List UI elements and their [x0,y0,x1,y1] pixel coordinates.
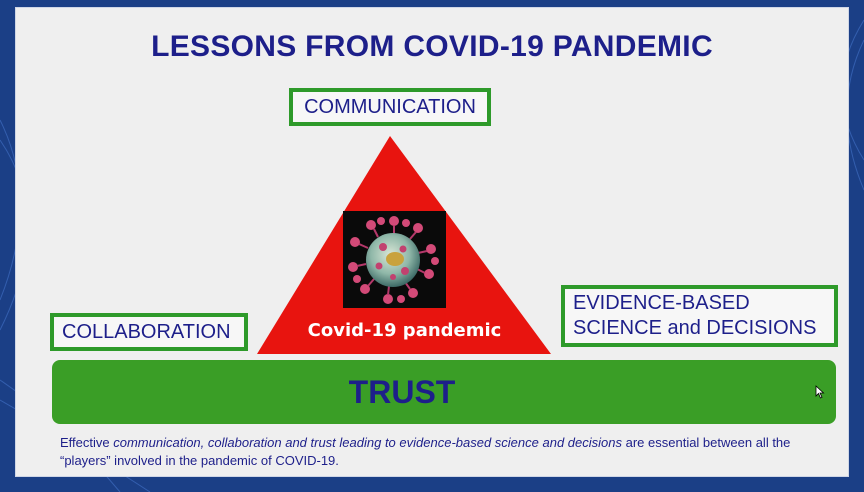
footnote-italic: communication, collaboration and trust l… [113,435,622,450]
slide: LESSONS FROM COVID-19 PANDEMIC COMMUNICA… [16,8,848,476]
collaboration-box: COLLABORATION [50,313,248,351]
footnote-part1: Effective [60,435,114,450]
communication-label: COMMUNICATION [304,95,476,118]
evidence-box: EVIDENCE-BASED SCIENCE and DECISIONS [561,285,838,347]
collaboration-label: COLLABORATION [62,320,231,343]
virus-image [343,211,446,308]
slide-title: LESSONS FROM COVID-19 PANDEMIC [151,30,713,63]
evidence-label-line1: EVIDENCE-BASED [573,292,750,314]
evidence-label-line2: SCIENCE and DECISIONS [573,317,817,339]
trust-bar: TRUST [52,360,836,424]
footnote-part2: are essential between all the “players” … [60,435,791,468]
mouse-cursor-icon [815,385,825,399]
footnote: Effective communication, collaboration a… [60,434,830,470]
communication-box: COMMUNICATION [289,88,491,126]
pandemic-label: Covid-19 pandemic [307,320,502,341]
trust-label: TRUST [348,373,456,410]
virus-icon [348,216,439,304]
